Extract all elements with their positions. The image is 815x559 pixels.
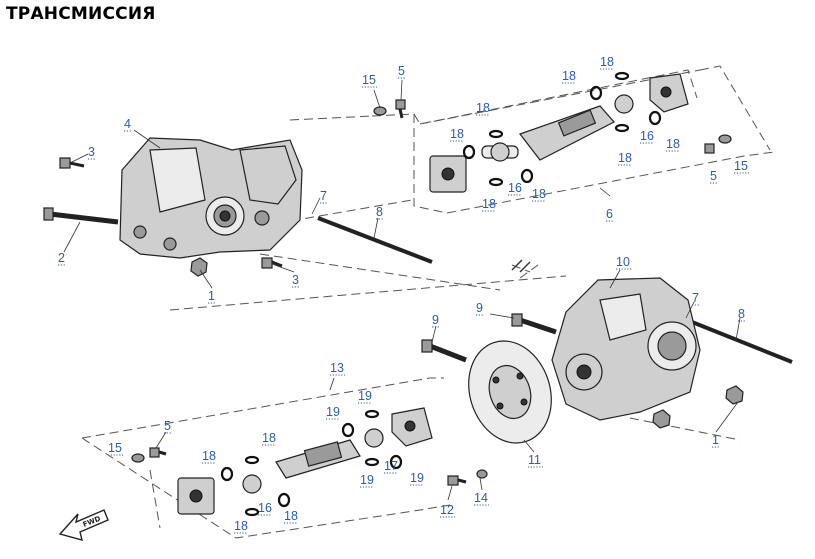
callout-9: 9 — [432, 313, 439, 327]
long-bolt-icons-rear — [421, 313, 557, 363]
callout-18: 18 — [262, 431, 276, 445]
callout-3: 3 — [292, 273, 299, 287]
callout-15: 15 — [362, 73, 376, 87]
break-symbol — [511, 259, 531, 273]
bolt-icon — [43, 157, 283, 269]
brake-disc — [468, 340, 552, 444]
callout-18: 18 — [476, 101, 490, 115]
washer-bolt-icons-bottom-left — [131, 447, 167, 463]
callout-14: 14 — [474, 491, 488, 505]
callout-18: 18 — [600, 55, 614, 69]
callout-2: 2 — [58, 251, 65, 265]
callout-17: 17 — [384, 459, 398, 473]
callout-1: 1 — [208, 289, 215, 303]
callout-19: 19 — [358, 389, 372, 403]
callout-7: 7 — [692, 291, 699, 305]
callout-5: 5 — [164, 419, 171, 433]
callout-19: 19 — [360, 473, 374, 487]
callout-6: 6 — [606, 207, 613, 221]
callout-9: 9 — [476, 301, 483, 315]
callout-18: 18 — [532, 187, 546, 201]
rear-driveshaft — [177, 407, 433, 515]
snap-ring-icons-top — [462, 71, 662, 187]
callout-18: 18 — [284, 509, 298, 523]
callout-5: 5 — [398, 64, 405, 78]
snap-ring-icons-bottom — [220, 409, 403, 517]
callout-16: 16 — [508, 181, 522, 195]
callout-15: 15 — [108, 441, 122, 455]
callout-16: 16 — [258, 501, 272, 515]
callout-8: 8 — [376, 205, 383, 219]
callout-12: 12 — [440, 503, 454, 517]
callout-10: 10 — [616, 255, 630, 269]
bolt-washer-icons-bottom — [447, 469, 488, 486]
callout-18: 18 — [482, 197, 496, 211]
callout-16: 16 — [640, 129, 654, 143]
callout-13: 13 — [330, 361, 344, 375]
callout-3: 3 — [88, 145, 95, 159]
page-title: ТРАНСМИССИЯ — [6, 4, 156, 24]
callout-4: 4 — [124, 117, 131, 131]
callout-8: 8 — [738, 307, 745, 321]
callout-15: 15 — [734, 159, 748, 173]
callout-19: 19 — [410, 471, 424, 485]
callout-7: 7 — [320, 189, 327, 203]
callout-18: 18 — [618, 151, 632, 165]
callout-18: 18 — [562, 69, 576, 83]
callout-18: 18 — [234, 519, 248, 533]
callout-18: 18 — [666, 137, 680, 151]
callout-18: 18 — [202, 449, 216, 463]
callout-5: 5 — [710, 169, 717, 183]
callout-leaders — [63, 79, 741, 501]
washer-bolt-icons-top — [373, 99, 732, 154]
callout-labels: 15 5 18 18 18 18 16 18 18 16 18 18 5 15 … — [58, 55, 749, 534]
callout-19: 19 — [326, 405, 340, 419]
callout-1: 1 — [712, 433, 719, 447]
front-driveshaft — [429, 73, 689, 193]
group-outline-rear-driveshaft — [81, 377, 451, 539]
callout-18: 18 — [450, 127, 464, 141]
nut-icon — [190, 257, 744, 429]
fwd-arrow-icon: FWD — [58, 509, 109, 541]
callout-11: 11 — [528, 453, 541, 467]
rear-differential-housing — [551, 277, 701, 421]
axle-shaft-icon — [317, 216, 793, 364]
front-differential-housing — [119, 137, 303, 259]
group-outline-front-driveshaft — [289, 65, 775, 214]
